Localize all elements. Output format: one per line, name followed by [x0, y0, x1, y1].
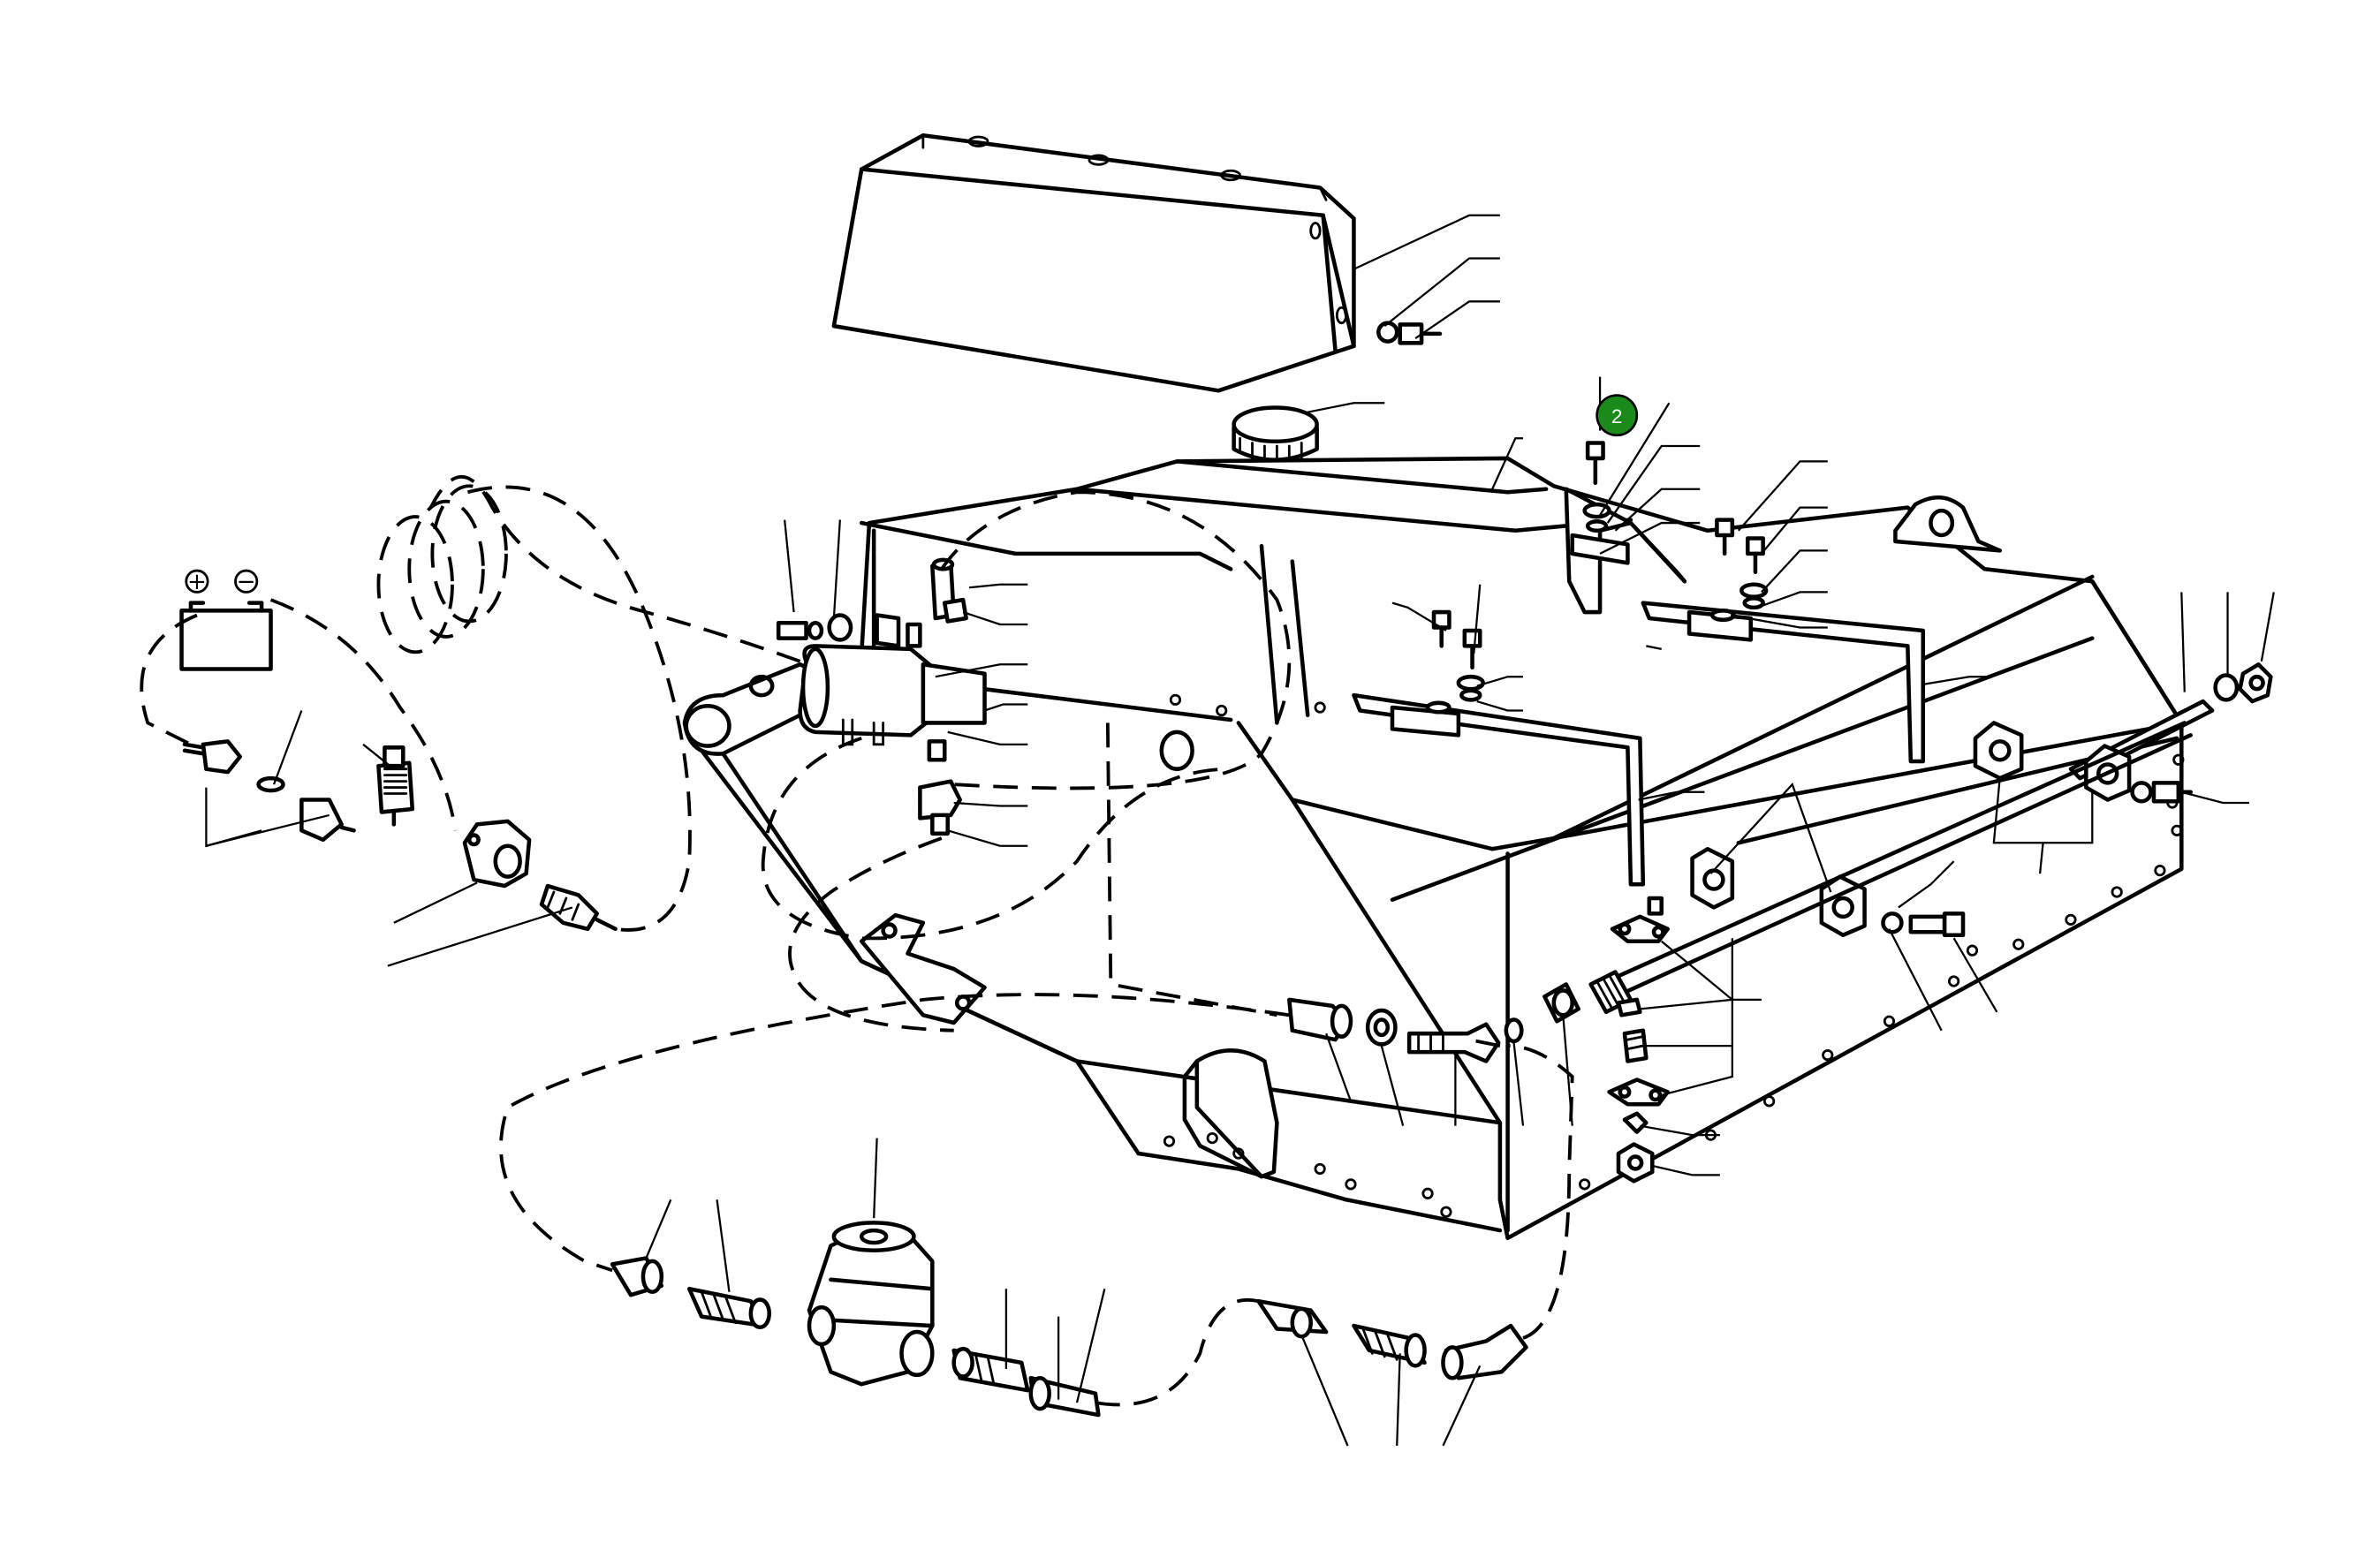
wiring-coil: [376, 484, 508, 654]
leader-lines: [205, 214, 2275, 1447]
cover-washer[interactable]: [1376, 321, 1399, 344]
elbow-fitting-bottom[interactable]: [1441, 1323, 1528, 1380]
vent-valve-lower[interactable]: [918, 739, 962, 836]
clamp-bolt-mid[interactable]: [1881, 911, 1966, 938]
fitting-bottom-1[interactable]: [610, 1256, 664, 1297]
sensor-housing[interactable]: [462, 819, 532, 889]
fuel-hose-routes: [140, 474, 1574, 1407]
clamp-bolt-right[interactable]: [2130, 781, 2194, 804]
svg-text:−: −: [237, 569, 256, 595]
battery: [179, 601, 273, 671]
pipe-clip-2[interactable]: [1607, 1078, 1670, 1107]
sealing-washer-1[interactable]: [1365, 1008, 1398, 1047]
fitting-bottom-4[interactable]: [1028, 1375, 1101, 1418]
fitting-bottom-3[interactable]: [951, 1346, 1030, 1393]
tank-cover[interactable]: [831, 132, 1356, 393]
connector-socket[interactable]: [299, 798, 356, 843]
temperature-sender[interactable]: [539, 883, 618, 932]
solenoid-bolt[interactable]: [776, 613, 853, 642]
pressure-switch[interactable]: [376, 745, 415, 827]
pipe-clip-1[interactable]: [1610, 896, 1670, 943]
connector-plug[interactable]: [182, 739, 242, 775]
hex-nut[interactable]: [1616, 1142, 1655, 1184]
battery-plus-icon: +: [185, 569, 209, 595]
nut-small[interactable]: [1622, 1111, 1649, 1134]
svg-text:+: +: [187, 569, 207, 595]
hose-connector[interactable]: [1406, 1022, 1501, 1063]
fuel-pipe: [1597, 721, 2194, 999]
filler-cap[interactable]: [1232, 405, 1319, 463]
callout-badge[interactable]: 2: [1596, 394, 1639, 437]
tank-strap-front[interactable]: [1352, 692, 1646, 887]
banjo-fitting[interactable]: [1287, 997, 1353, 1042]
fitting-bottom-5[interactable]: [1256, 1298, 1329, 1339]
connector-seal[interactable]: [256, 775, 285, 793]
fitting-bottom-6[interactable]: [1352, 1323, 1427, 1368]
hose-nipple[interactable]: [1542, 982, 1580, 1024]
clip-nut-small[interactable]: [1616, 997, 1642, 1017]
tank-body: [682, 456, 2185, 1241]
callout-label: 2: [1611, 405, 1623, 427]
fitting-bottom-2[interactable]: [686, 1286, 772, 1330]
fuel-filter[interactable]: [807, 1221, 935, 1387]
fuel-pump-solenoid[interactable]: [798, 613, 987, 746]
strap-bolt-group[interactable]: [1425, 441, 1769, 715]
drain-plug[interactable]: [1622, 1028, 1649, 1063]
battery-minus-icon: −: [234, 569, 259, 595]
sealing-washer-2[interactable]: [1504, 1017, 1524, 1044]
cover-bolt[interactable]: [1398, 322, 1443, 345]
pipe-clamp-right-1[interactable]: [1973, 721, 2024, 781]
